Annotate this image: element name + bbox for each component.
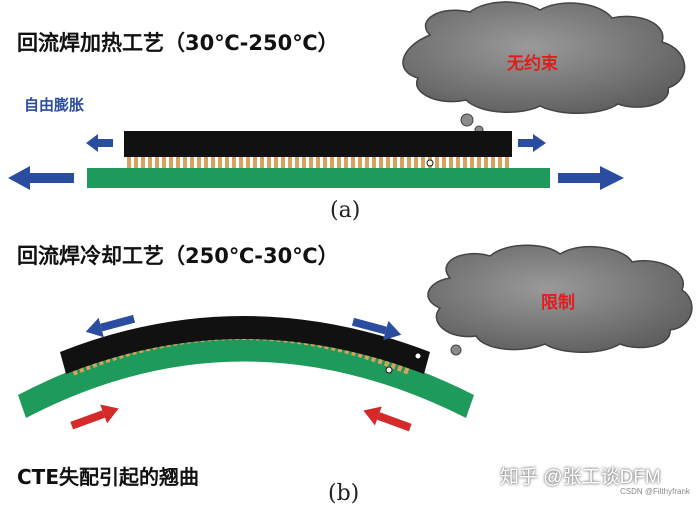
top-title: 回流焊加热工艺（30℃-250℃） — [17, 31, 339, 55]
bottom-void-2 — [414, 352, 422, 360]
top-chip-right-arrow — [518, 134, 546, 152]
bottom-panel-label: (b) — [328, 481, 360, 506]
bottom-board-right-arrow — [363, 406, 412, 432]
bottom-void — [385, 366, 393, 374]
top-solder-bumps — [126, 156, 510, 168]
top-chip-left-arrow — [86, 134, 113, 152]
bottom-cloud — [427, 244, 693, 356]
bottom-caption: CTE失配引起的翘曲 — [17, 465, 199, 489]
top-cloud-label: 无约束 — [507, 54, 558, 74]
bottom-chip-right-arrow — [351, 317, 402, 341]
watermark-text: 知乎 @张工谈DFM — [500, 467, 661, 488]
free-expansion-label: 自由膨胀 — [24, 96, 85, 114]
bottom-chip-left-arrow — [85, 314, 136, 338]
top-board — [87, 168, 550, 188]
bottom-title: 回流焊冷却工艺（250℃-30℃） — [17, 244, 339, 268]
top-panel-label: (a) — [330, 198, 361, 223]
top-cloud — [402, 1, 686, 135]
top-board-right-arrow — [558, 166, 624, 190]
bottom-cloud-label: 限制 — [541, 293, 575, 313]
bottom-board-left-arrow — [70, 404, 119, 430]
watermark-credit: CSDN @Filthyfrank — [620, 487, 690, 496]
top-board-left-arrow — [8, 166, 74, 190]
top-chip — [124, 131, 512, 157]
bottom-chip — [60, 316, 430, 374]
top-void — [426, 159, 434, 167]
